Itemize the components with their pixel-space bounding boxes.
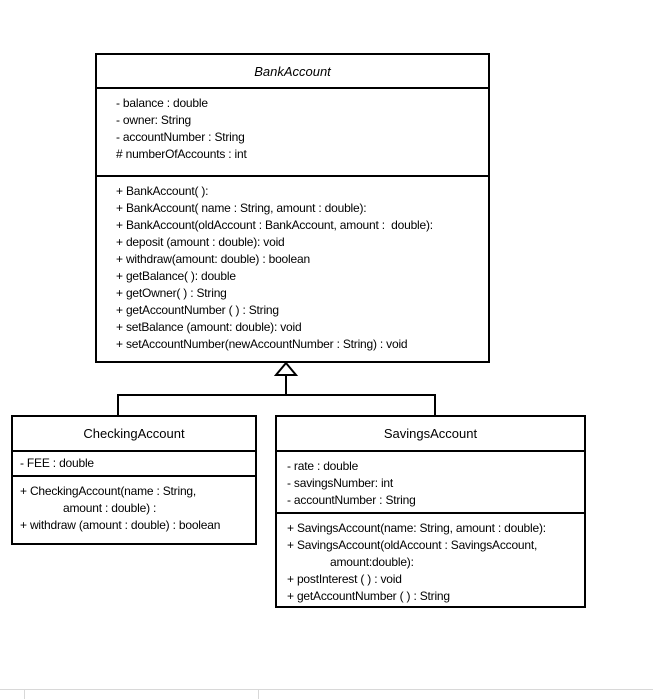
method: + SavingsAccount(oldAccount : SavingsAcc… <box>287 538 538 552</box>
bank-account-methods: + BankAccount( ): + BankAccount( name : … <box>97 177 488 353</box>
method: + BankAccount( ): <box>116 184 209 198</box>
method: + withdraw(amount: double) : boolean <box>116 252 310 266</box>
method: + BankAccount(oldAccount : BankAccount, … <box>116 218 433 232</box>
class-bank-account: BankAccount - balance : double - owner: … <box>95 53 490 363</box>
attribute: - savingsNumber: int <box>287 476 394 490</box>
class-savings-account: SavingsAccount - rate : double - savings… <box>275 415 586 608</box>
checking-account-attributes: - FEE : double <box>13 452 255 477</box>
bottom-divider-tick <box>258 690 259 699</box>
attribute: - accountNumber : String <box>287 493 416 507</box>
method: + getBalance( ): double <box>116 269 236 283</box>
method: + BankAccount( name : String, amount : d… <box>116 201 367 215</box>
class-name-bank-account: BankAccount <box>97 55 488 89</box>
method: + withdraw (amount : double) : boolean <box>20 518 221 532</box>
method: + SavingsAccount(name: String, amount : … <box>287 521 546 535</box>
method: + setBalance (amount: double): void <box>116 320 302 334</box>
method: + getAccountNumber ( ) : String <box>287 589 450 603</box>
bottom-divider <box>0 689 653 690</box>
savings-account-attributes: - rate : double - savingsNumber: int - a… <box>277 452 584 514</box>
method: + postInterest ( ) : void <box>287 572 402 586</box>
bank-account-attributes: - balance : double - owner: String - acc… <box>97 89 488 177</box>
method: + deposit (amount : double): void <box>116 235 285 249</box>
bottom-divider-tick <box>24 690 25 699</box>
savings-account-methods: + SavingsAccount(name: String, amount : … <box>277 514 584 605</box>
class-name-savings-account: SavingsAccount <box>277 417 584 452</box>
attribute: - rate : double <box>287 459 359 473</box>
attribute: - balance : double <box>116 96 208 110</box>
generalization-arrowhead <box>273 361 299 376</box>
method: + CheckingAccount(name : String, <box>20 484 197 498</box>
method: + getAccountNumber ( ) : String <box>116 303 279 317</box>
class-checking-account: CheckingAccount - FEE : double + Checkin… <box>11 415 257 545</box>
method-continuation: amount : double) : <box>63 501 157 515</box>
attribute: # numberOfAccounts : int <box>116 147 247 161</box>
checking-account-methods: + CheckingAccount(name : String, amount … <box>13 477 255 534</box>
class-name-checking-account: CheckingAccount <box>13 417 255 452</box>
method: + setAccountNumber(newAccountNumber : St… <box>116 337 408 351</box>
attribute: - accountNumber : String <box>116 130 245 144</box>
method: + getOwner( ) : String <box>116 286 227 300</box>
attribute: - FEE : double <box>20 456 94 470</box>
attribute: - owner: String <box>116 113 192 127</box>
method-continuation: amount:double): <box>330 555 414 569</box>
